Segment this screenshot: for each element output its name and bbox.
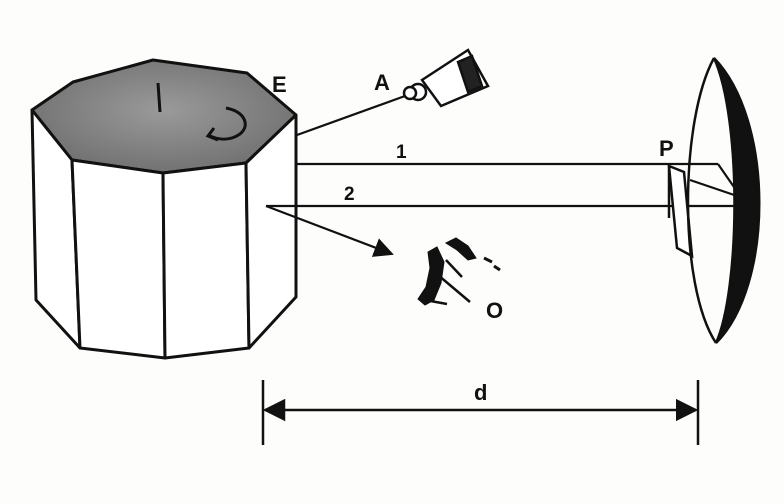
- label-ray-1: 1: [396, 142, 407, 163]
- observer-limb-2: [424, 298, 448, 306]
- observer-mark-1: [483, 256, 493, 264]
- distance-dimension: [261, 380, 700, 445]
- label-o: O: [486, 298, 503, 323]
- source-lens-inner: [402, 85, 418, 101]
- octagonal-mirror: [30, 58, 298, 360]
- observer-limb-3: [445, 259, 463, 278]
- label-ray-2: 2: [344, 184, 355, 205]
- observer-limb-1: [437, 274, 471, 303]
- concave-mirror: [686, 57, 761, 344]
- ray-to-observer: [265, 204, 394, 257]
- observer-figure: [417, 237, 501, 306]
- label-a: A: [374, 70, 390, 95]
- concave-mirror-back: [712, 57, 761, 344]
- prism-face-front: [70, 158, 167, 360]
- prism-face-right: [161, 161, 251, 360]
- label-d: d: [474, 380, 487, 405]
- light-source-a: [402, 48, 490, 108]
- rotation-indicator: [156, 82, 247, 142]
- observer-body: [417, 246, 445, 306]
- concave-mirror-front: [686, 57, 718, 344]
- observer-mark-2: [493, 264, 501, 272]
- source-panel: [456, 54, 484, 94]
- rotation-arrowhead: [205, 127, 219, 142]
- beam-source-to-mirror: [296, 94, 406, 137]
- prism-face-e: [244, 113, 298, 350]
- label-p: P: [659, 136, 674, 161]
- label-e: E: [272, 72, 287, 97]
- axis-mark: [156, 82, 162, 113]
- observer-head: [444, 237, 477, 261]
